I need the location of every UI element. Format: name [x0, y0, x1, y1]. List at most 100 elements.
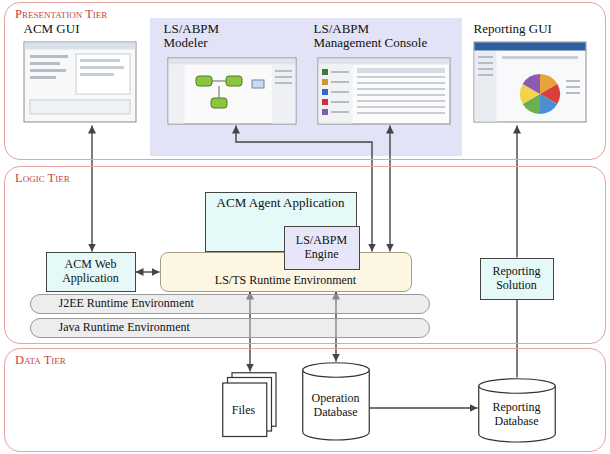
- pie-slice: [540, 74, 557, 94]
- node-label: LS/ABPM Modeler: [164, 22, 234, 52]
- screen-line: [80, 66, 124, 69]
- tier-band: Logic TierACM Agent ApplicationLS/ABPM E…: [4, 166, 606, 344]
- screen-bar: [25, 43, 136, 50]
- cylinder-top: [302, 362, 369, 377]
- connector: [389, 126, 390, 252]
- nav-icon: [322, 79, 328, 85]
- screen-panel: [76, 54, 130, 94]
- node-label: LS/ABPM Engine: [289, 234, 355, 262]
- nav-icon: [322, 69, 328, 75]
- tier-title: Data Tier: [15, 353, 66, 367]
- runtime-bar: J2EE Runtime Environment: [30, 294, 430, 314]
- tier-title: Presentation Tier: [15, 7, 107, 21]
- screen-frame: [168, 58, 296, 124]
- connector: [91, 126, 92, 252]
- database-cylinder: Operation Database: [302, 362, 370, 440]
- screen-line: [275, 70, 292, 72]
- table-row: [357, 82, 445, 84]
- screen-panel: [272, 65, 296, 124]
- model-line: [219, 86, 220, 98]
- file-page: [222, 383, 266, 437]
- screen-line: [30, 62, 60, 65]
- pie-slice: [540, 84, 560, 104]
- screen-bar: [475, 43, 586, 51]
- node-label: Operation Database: [304, 392, 368, 420]
- pie-slice: [520, 84, 540, 104]
- model-shape: [252, 80, 264, 88]
- database-cylinder: Reporting Database: [478, 378, 556, 442]
- cylinder-body: [302, 370, 369, 440]
- screen-frame: [474, 42, 586, 122]
- product-ground: [150, 18, 462, 156]
- connector: [136, 271, 160, 272]
- cylinder-body: [478, 386, 555, 442]
- nav-icon: [322, 109, 328, 115]
- reporting-screenshot: [474, 42, 586, 122]
- node-label: ACM GUI: [24, 22, 80, 37]
- screen-frame: [24, 42, 136, 122]
- file-stack: Files: [222, 372, 278, 438]
- table-head: [357, 68, 445, 73]
- table-row: [357, 112, 445, 114]
- connector: [370, 407, 478, 408]
- model-line: [212, 81, 226, 82]
- connector: [516, 300, 517, 378]
- screen-frame: [318, 58, 450, 124]
- node-label: LS/TS Runtime Environment: [215, 274, 356, 288]
- engine-box: LS/ABPM Engine: [284, 226, 360, 270]
- model-shape: [211, 98, 227, 108]
- model-shape: [196, 76, 212, 86]
- node-label: ACM Web Application: [51, 258, 131, 286]
- screen-line: [478, 56, 493, 58]
- gui-screenshot: Reporting GUI: [470, 22, 590, 126]
- screen-bar: [169, 59, 296, 65]
- table-row: [357, 76, 445, 78]
- node-label: Reporting GUI: [474, 22, 552, 37]
- screen-line: [478, 74, 493, 76]
- screen-bar: [319, 59, 450, 65]
- screen-line: [331, 81, 349, 83]
- console-screenshot: [318, 58, 450, 124]
- screen-line: [30, 55, 68, 58]
- screen-panel: [169, 65, 185, 124]
- screen-line: [331, 91, 349, 93]
- connector: [516, 126, 517, 258]
- nav-icon: [322, 99, 328, 105]
- node-label: Reporting Database: [480, 401, 554, 429]
- node-label: J2EE Runtime Environment: [59, 297, 194, 311]
- cylinder-top: [478, 378, 555, 393]
- screen-line: [478, 62, 493, 64]
- runtime-bar: Java Runtime Environment: [30, 318, 430, 338]
- nav-icon: [322, 89, 328, 95]
- screen-line: [502, 56, 578, 59]
- screen-line: [331, 101, 349, 103]
- screen-line: [566, 80, 580, 82]
- tier-title: Logic Tier: [15, 171, 70, 185]
- screen-line: [275, 76, 292, 78]
- node-label: Reporting Solution: [485, 265, 549, 293]
- screen-line: [478, 68, 493, 70]
- gui-screenshot: LS/ABPM Management Console: [310, 22, 456, 126]
- screen-line: [275, 82, 292, 84]
- application-box: ACM Web Application: [46, 252, 136, 292]
- table-row: [357, 88, 445, 90]
- model-shape: [226, 76, 242, 86]
- node-label: Files: [232, 404, 255, 418]
- acm-gui-screenshot: [24, 42, 136, 122]
- screen-panel: [319, 65, 353, 124]
- gui-screenshot: LS/ABPM Modeler: [160, 22, 300, 126]
- gui-screenshot: ACM GUI: [20, 22, 140, 126]
- pie-slice: [523, 94, 540, 114]
- node-label: ACM Agent Application: [217, 196, 345, 211]
- screen-line: [566, 92, 580, 94]
- table-row: [357, 106, 445, 108]
- table-row: [357, 94, 445, 96]
- tier-band: Presentation TierACM GUI LS/ABPM Modeler L…: [4, 2, 606, 160]
- modeler-screenshot: [168, 58, 296, 124]
- screen-line: [331, 111, 349, 113]
- node-label: Java Runtime Environment: [59, 321, 190, 335]
- screen-panel: [30, 100, 130, 114]
- application-box: Reporting Solution: [480, 258, 554, 300]
- screen-line: [331, 71, 349, 73]
- tier-band: Data TierFiles Operation Database Reportin…: [4, 348, 606, 452]
